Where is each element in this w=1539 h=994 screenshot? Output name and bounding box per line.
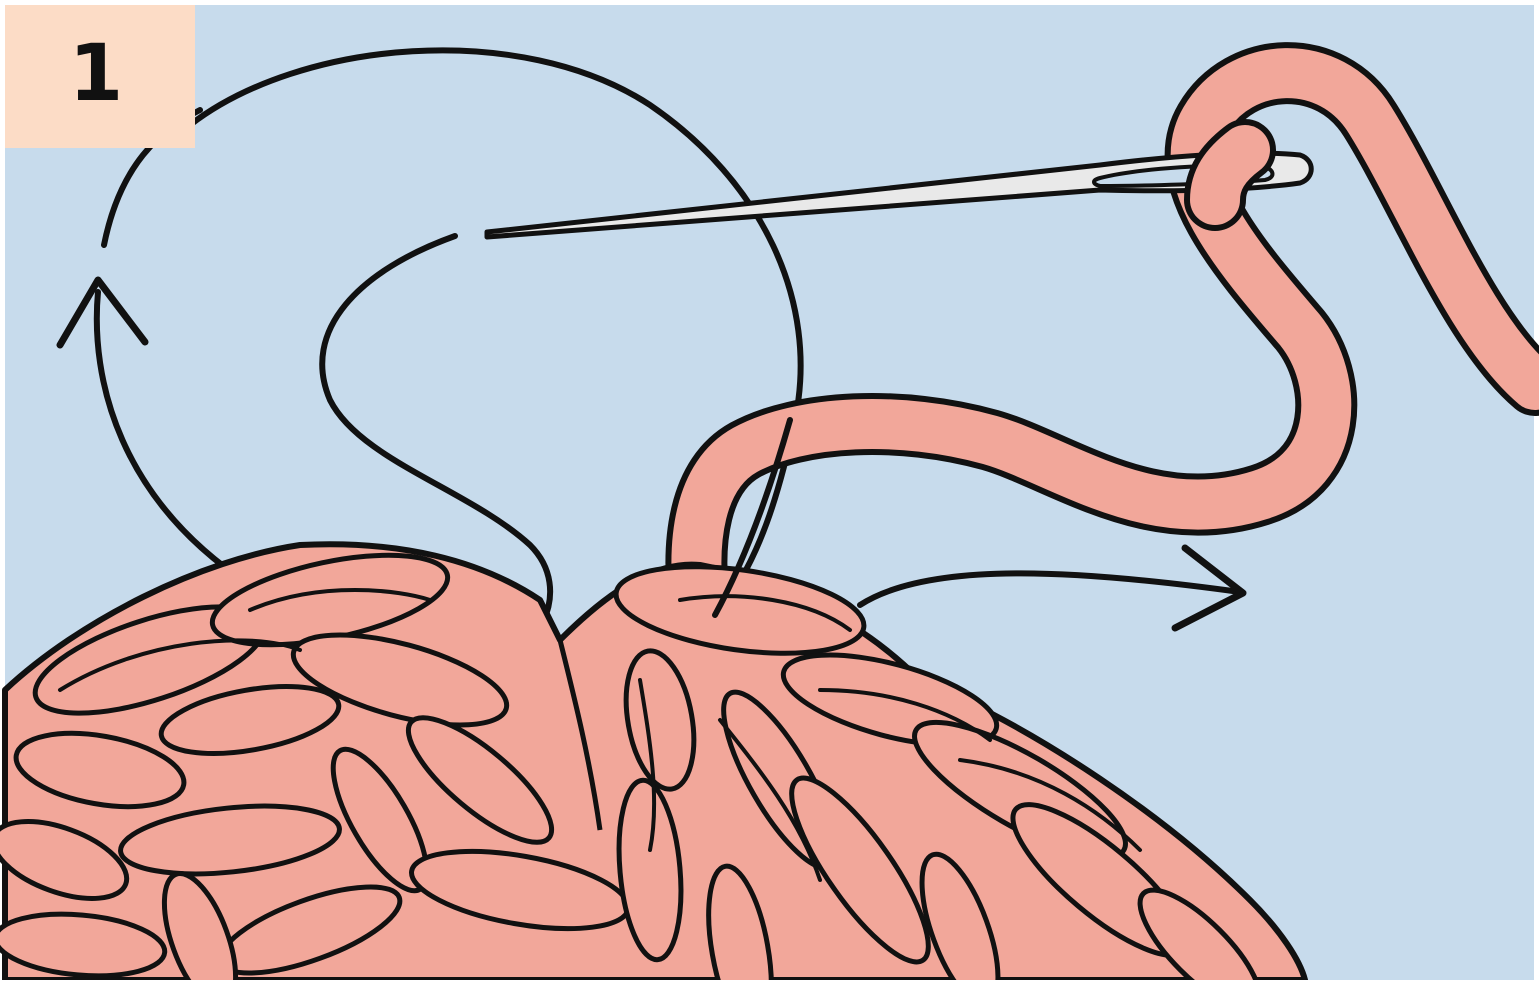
bottom-strip <box>0 980 1539 994</box>
step-badge: 1 <box>5 5 195 148</box>
step-number: 1 <box>69 35 123 113</box>
yarn-eye-front-fill <box>1215 150 1245 200</box>
